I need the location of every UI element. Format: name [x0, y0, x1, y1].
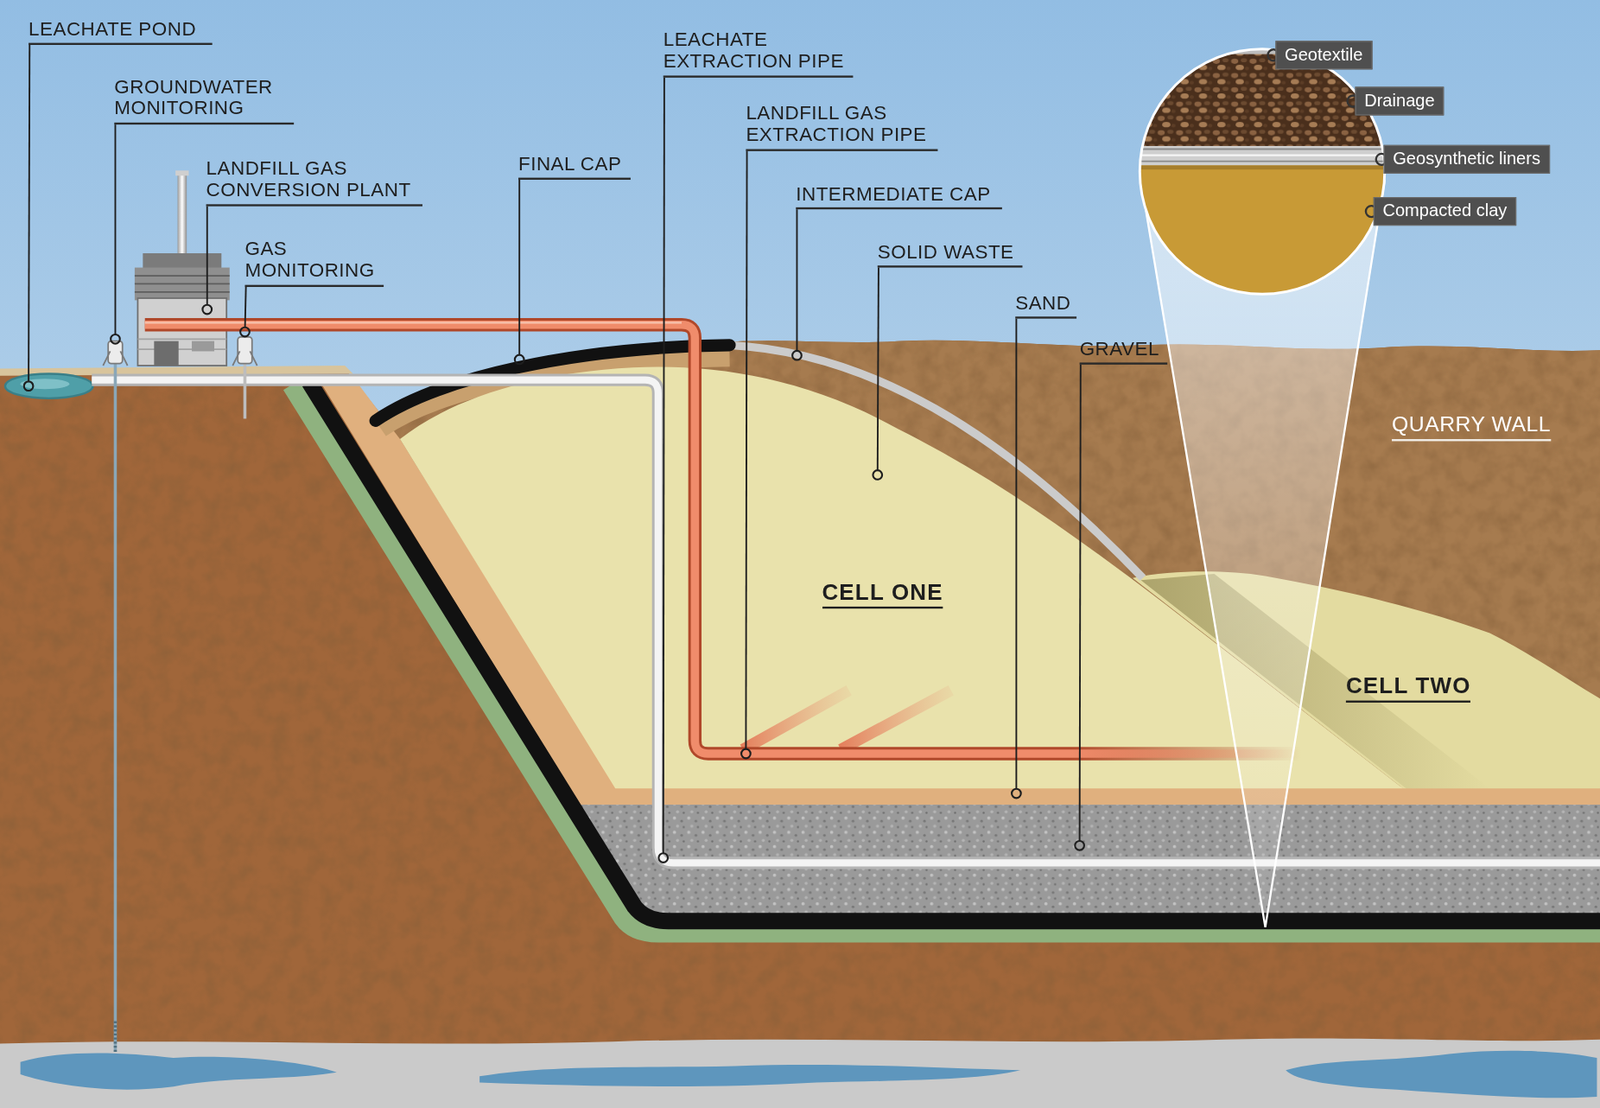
liner-inset — [1132, 40, 1398, 306]
gas-monitoring-well — [232, 336, 257, 420]
gas-monitoring-well — [232, 350, 257, 366]
layer-name: Drainage — [1364, 90, 1435, 110]
callout-label: SOLID WASTE — [877, 241, 1023, 268]
layer-tag: Drainage — [1355, 86, 1445, 116]
bedrock — [0, 1037, 1600, 1108]
leader-dot — [1074, 840, 1085, 851]
leader-dot — [240, 327, 250, 337]
callout-label: LEACHATE POND — [28, 18, 213, 45]
gas-conversion-plant — [191, 341, 215, 352]
liner-inset — [1132, 165, 1398, 170]
callout-label: GAS MONITORING — [244, 237, 384, 286]
callout-label: SAND — [1015, 292, 1077, 319]
groundwater-well — [102, 341, 127, 1052]
leader-line — [745, 151, 747, 750]
callout-label: GRAVEL — [1079, 337, 1169, 365]
liner-inset — [1132, 40, 1398, 306]
leader-dot — [872, 469, 883, 480]
leader-dot — [658, 852, 668, 863]
gas-extraction-pipe — [145, 322, 1302, 754]
layer-name: Compacted clay — [1382, 201, 1507, 221]
leader-line — [245, 286, 247, 328]
leader-dot — [514, 355, 525, 365]
layer-name: Geotextile — [1284, 44, 1363, 64]
bedrock — [0, 1037, 1600, 1108]
gas-monitoring-well — [237, 336, 253, 364]
leader-dot — [792, 350, 802, 361]
leader-line — [206, 206, 209, 305]
pipe-branch — [840, 690, 952, 750]
leachate-pond — [5, 373, 94, 398]
leader-line — [1079, 364, 1081, 841]
layer-tag: Compacted clay — [1373, 196, 1517, 227]
soil-texture — [0, 326, 1600, 1052]
callout-label: LANDFILL GAS CONVERSION PLANT — [206, 157, 423, 206]
leader-line — [114, 124, 117, 335]
leader-dot — [24, 380, 34, 391]
groundwater — [479, 1064, 1021, 1086]
gas-extraction-pipe — [145, 324, 1302, 754]
leachate-pipe — [91, 380, 1600, 864]
leader-dot — [202, 304, 212, 315]
leader-line — [1015, 318, 1017, 789]
ground — [0, 326, 1600, 1108]
callout-label: LANDFILL GAS EXTRACTION PIPE — [745, 101, 938, 151]
callout-label: FINAL CAP — [518, 152, 631, 180]
gas-monitoring-well — [243, 363, 248, 420]
gas-conversion-plant — [175, 170, 189, 176]
gas-conversion-plant — [137, 298, 227, 366]
gas-conversion-plant — [134, 267, 230, 301]
groundwater — [20, 1052, 337, 1089]
gas-extraction-pipe — [145, 324, 1302, 754]
leader-dot — [1011, 788, 1022, 799]
callout-label: GROUNDWATER MONITORING — [114, 75, 294, 124]
leader-line — [28, 44, 30, 381]
leader-line — [877, 267, 879, 471]
layer-name: Geosynthetic liners — [1392, 149, 1541, 169]
gas-conversion-plant — [153, 341, 178, 366]
groundwater-well — [114, 1021, 118, 1052]
gas-conversion-plant — [177, 173, 188, 258]
callout-label: LEACHATE EXTRACTION PIPE — [663, 28, 854, 77]
liner-inset — [1132, 146, 1398, 166]
gas-conversion-plant — [134, 275, 230, 293]
leachate-pond — [20, 378, 70, 389]
groundwater-well — [114, 357, 118, 1052]
leader-line — [518, 179, 521, 356]
leachate-pond — [5, 373, 94, 398]
cell-label: CELL TWO — [1346, 673, 1472, 703]
gas-conversion-plant — [142, 253, 222, 270]
layer-tag: Geotextile — [1275, 40, 1372, 70]
liner-inset — [1139, 49, 1385, 295]
liner-inset — [1132, 40, 1398, 306]
leader-dot — [110, 334, 121, 344]
leachate-pipe — [91, 380, 1600, 864]
cell-label: CELL ONE — [821, 579, 943, 609]
groundwater-well — [102, 350, 127, 366]
region-label: QUARRY WALL — [1391, 411, 1551, 441]
liner-inset — [1132, 149, 1398, 162]
pipe-branch — [742, 690, 850, 750]
liner-inset — [1132, 153, 1398, 156]
gas-extraction-pipe — [145, 321, 682, 324]
groundwater — [1285, 1050, 1597, 1098]
leachate-pipe — [91, 380, 1600, 864]
callout-label: INTERMEDIATE CAP — [795, 183, 1003, 210]
leader-line — [663, 77, 665, 853]
leader-line — [796, 209, 799, 351]
layer-tag: Geosynthetic liners — [1384, 145, 1550, 175]
leader-dot — [741, 749, 751, 759]
